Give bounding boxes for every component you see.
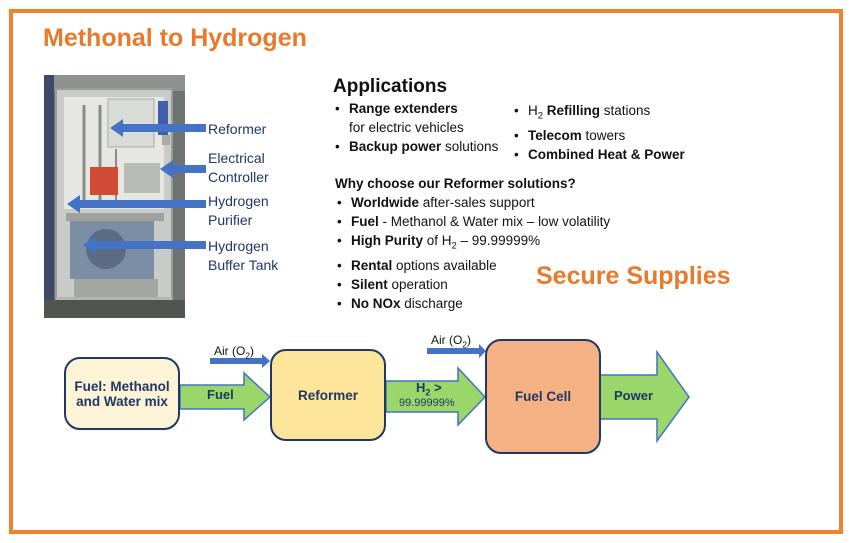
label-electrical-controller: Electrical Controller [208,150,269,185]
list-item-continuation: for electric vehicles [349,120,464,135]
list-item: High Purity of H2 – 99.99999% [335,231,610,256]
list-item: Silent operation [335,275,610,294]
fuel-arrow-label: Fuel [207,387,234,402]
reformer-photo [44,75,185,318]
applications-right-list: H2 Refilling stations Telecom towers Com… [512,101,685,164]
list-item: Range extenders [333,99,498,118]
h2-arrow-label: H2 > [416,380,442,398]
list-item: Telecom towers [512,126,685,145]
fuel-source-label: Fuel: Methanol and Water mix [74,378,170,409]
air-label-1: Air (O2) [214,344,255,361]
fuel-cell-box: Fuel Cell [485,339,601,454]
reformer-box: Reformer [270,349,386,441]
why-list: Worldwide after-sales support Fuel - Met… [335,193,610,313]
h2-purity-label: 99.99999% [399,397,455,409]
label-hydrogen-buffer-tank: Hydrogen Buffer Tank [208,238,279,273]
fuel-source-box: Fuel: Methanol and Water mix [64,357,180,430]
applications-heading: Applications [333,76,448,97]
list-item: Fuel - Methanol & Water mix – low volati… [335,212,610,231]
list-item: No NOx discharge [335,294,610,313]
secure-supplies-heading: Secure Supplies [536,262,731,290]
air-label-2: Air (O2) [431,333,472,350]
reformer-label: Reformer [297,387,359,403]
list-item: Rental options available [335,256,610,275]
why-heading: Why choose our Reformer solutions? [335,176,576,191]
label-reformer: Reformer [208,121,267,137]
label-hydrogen-purifier: Hydrogen Purifier [208,193,269,228]
slide-title: Methonal to Hydrogen [43,24,307,52]
list-item: Combined Heat & Power [512,145,685,164]
power-arrow-label: Power [614,388,654,403]
list-item: H2 Refilling stations [512,101,685,126]
list-item: Backup power solutions [333,137,498,156]
list-item: Worldwide after-sales support [335,193,610,212]
slide-border [9,9,843,534]
fuel-cell-label: Fuel Cell [514,389,572,404]
applications-left-list: Range extenders for electric vehicles Ba… [333,99,498,156]
